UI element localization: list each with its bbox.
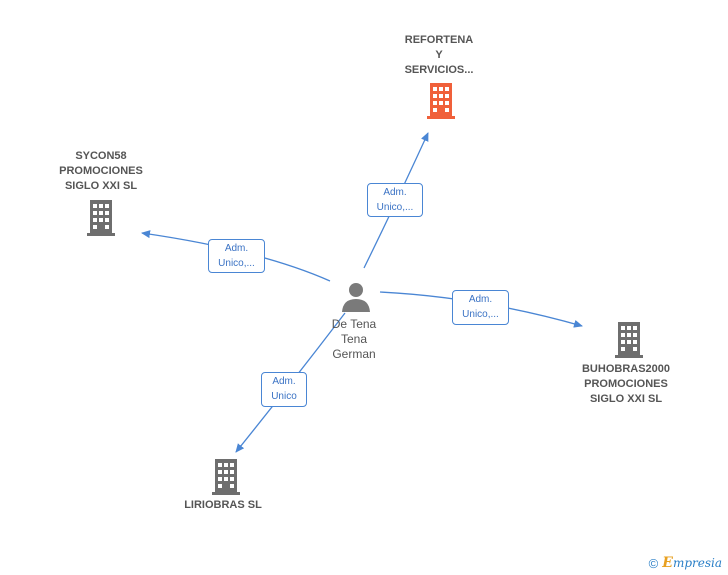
- empresia-logo: Empresia: [662, 555, 722, 571]
- company-name-liriobras[interactable]: LIRIOBRAS SL: [184, 499, 262, 511]
- building-icon[interactable]: [612, 322, 646, 358]
- edge-label-buhobras[interactable]: Adm. Unico,...: [452, 290, 509, 325]
- person-name[interactable]: De Tena Tena German: [331, 317, 377, 361]
- empresia-watermark: © Empresia: [649, 555, 722, 571]
- copyright-symbol: ©: [648, 555, 659, 571]
- edge-label-liriobras[interactable]: Adm. Unico: [261, 372, 307, 407]
- building-icon[interactable]: [424, 83, 458, 119]
- building-icon[interactable]: [209, 459, 243, 495]
- edge-label-refortena[interactable]: Adm. Unico,...: [367, 183, 423, 217]
- company-name-sycon58[interactable]: SYCON58 PROMOCIONES SIGLO XXI SL: [59, 150, 143, 192]
- building-icon[interactable]: [84, 200, 118, 236]
- company-name-refortena[interactable]: REFORTENA Y SERVICIOS...: [404, 34, 474, 76]
- person-icon[interactable]: [340, 281, 372, 313]
- edge-label-sycon58[interactable]: Adm. Unico,...: [208, 239, 265, 273]
- company-name-buhobras[interactable]: BUHOBRAS2000 PROMOCIONES SIGLO XXI SL: [581, 363, 671, 405]
